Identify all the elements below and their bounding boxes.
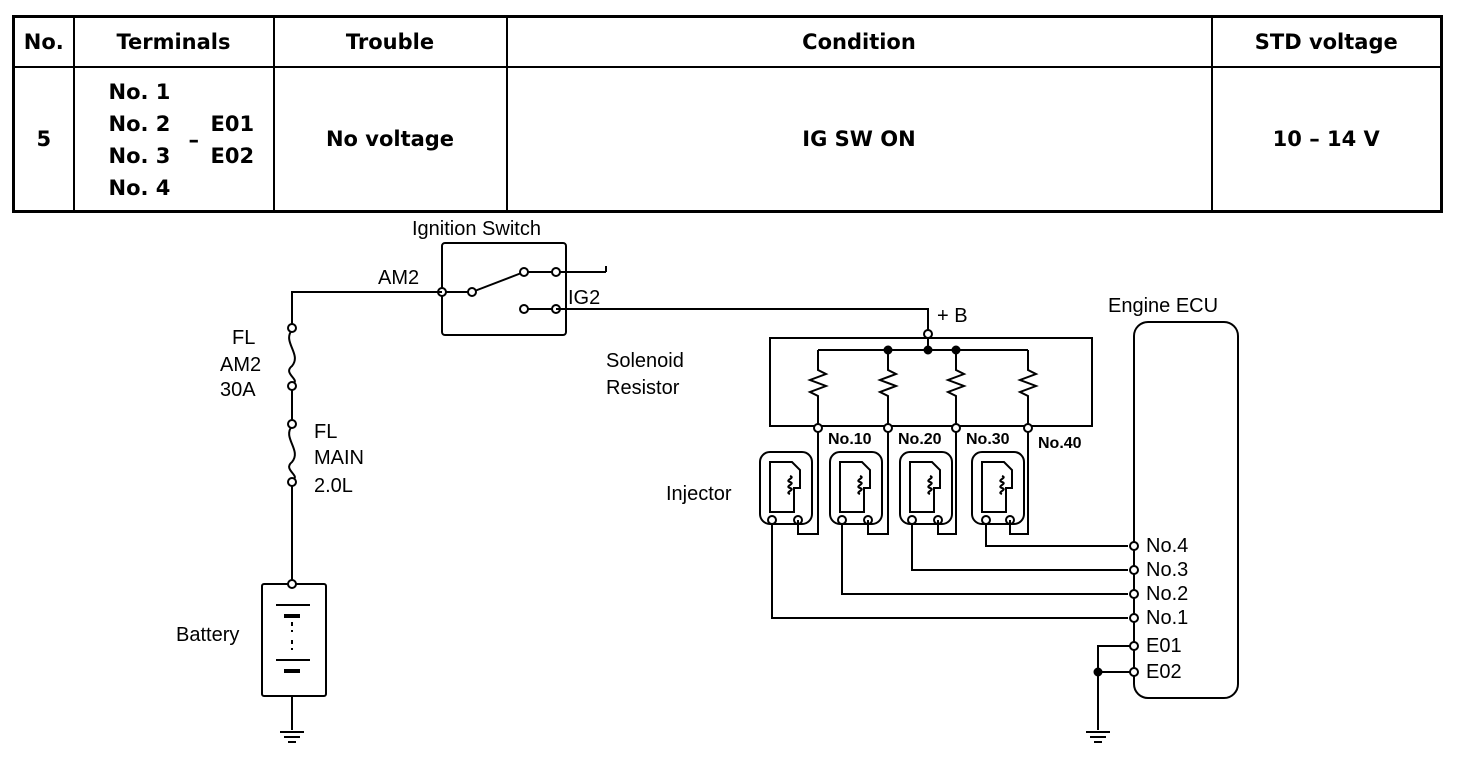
am2-label: AM2 (378, 267, 419, 289)
ignition-switch (437, 242, 607, 336)
terminal-spec-table: No. Terminals Trouble Condition STD volt… (12, 15, 1443, 213)
ignition-switch-label: Ignition Switch (412, 218, 541, 240)
fusible-link-am2 (287, 323, 297, 391)
battery-label: Battery (176, 624, 239, 646)
ecu-terminal-no3: No.3 (1146, 559, 1188, 581)
cell-std-voltage: 10 – 14 V (1210, 66, 1443, 213)
ecu-ground-icon (1086, 731, 1110, 743)
injector-1 (759, 432, 1128, 619)
cell-trouble: No voltage (272, 66, 508, 213)
terminal-dash: – (188, 128, 200, 152)
injector-2 (829, 432, 1128, 595)
resistor-tap-no30: No.30 (966, 431, 1010, 448)
table-header-row: No. Terminals Trouble Condition STD volt… (12, 15, 1443, 68)
header-no: No. (12, 15, 75, 68)
terminal-no2: No. 2 (108, 112, 171, 136)
cell-condition: IG SW ON (505, 66, 1213, 213)
ecu-terminal-no4: No.4 (1146, 535, 1188, 557)
fl-main-label-2: MAIN (314, 447, 364, 469)
resistor-tap-no40: No.40 (1038, 435, 1082, 452)
ecu-terminal-e02: E02 (1146, 661, 1182, 683)
terminal-no1: No. 1 (108, 80, 171, 104)
header-trouble: Trouble (272, 15, 508, 68)
header-condition: Condition (505, 15, 1213, 68)
solenoid-resistor (769, 337, 1093, 433)
fl-main-label-1: FL (314, 421, 337, 443)
injector-label: Injector (666, 483, 732, 505)
cell-terminals: No. 1 No. 2 No. 3 No. 4 – E01 E02 (72, 66, 275, 213)
engine-ecu-label: Engine ECU (1108, 295, 1218, 317)
terminal-e02: E02 (210, 144, 255, 168)
ig2-wire (556, 308, 929, 334)
engine-ecu (1129, 321, 1239, 699)
terminal-no3: No. 3 (108, 144, 171, 168)
plus-b-label: + B (937, 305, 968, 327)
header-std-voltage: STD voltage (1210, 15, 1443, 68)
solenoid-resistor-label-1: Solenoid (606, 350, 684, 372)
battery-ground-icon (280, 731, 304, 743)
terminal-e01: E01 (210, 112, 255, 136)
injector-4 (971, 432, 1128, 547)
ecu-terminal-no2: No.2 (1146, 583, 1188, 605)
injector-3 (899, 432, 1128, 571)
ecu-terminal-e01: E01 (1146, 635, 1182, 657)
fl-main-label-3: 2.0L (314, 475, 353, 497)
ig2-label: IG2 (568, 287, 600, 309)
fusible-link-main (287, 419, 297, 487)
header-terminals: Terminals (72, 15, 275, 68)
battery (261, 579, 327, 730)
ecu-ground-wire (1097, 645, 1130, 730)
terminal-no4: No. 4 (108, 176, 171, 200)
resistor-tap-no20: No.20 (898, 431, 942, 448)
ecu-terminal-no1: No.1 (1146, 607, 1188, 629)
table-row: 5 No. 1 No. 2 No. 3 No. 4 – E01 E02 No v… (12, 66, 1443, 213)
fl-am2-label-1: FL (232, 327, 255, 349)
am2-wire (291, 291, 442, 326)
fl-am2-label-3: 30A (220, 379, 256, 401)
resistor-tap-no10: No.10 (828, 431, 872, 448)
solenoid-resistor-label-2: Resistor (606, 377, 680, 399)
cell-no: 5 (12, 66, 75, 213)
fl-am2-label-2: AM2 (220, 354, 261, 376)
